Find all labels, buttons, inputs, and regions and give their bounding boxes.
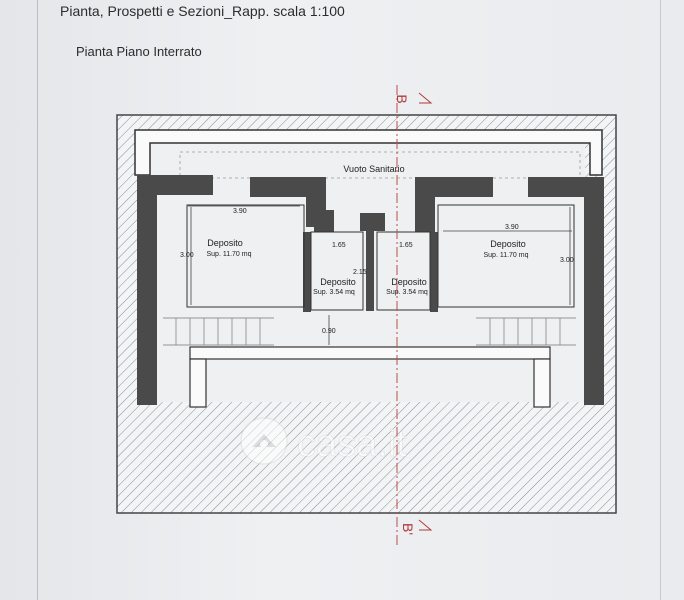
small-room-right-wall bbox=[430, 232, 438, 312]
watermark-text: casa.it bbox=[297, 423, 407, 465]
room2-height-dim: 2.15 bbox=[353, 269, 367, 276]
left-top-wall-2 bbox=[250, 177, 326, 197]
left-outer-wall bbox=[137, 175, 157, 405]
section-mark-top: B bbox=[394, 94, 410, 103]
lower-right-wall bbox=[533, 358, 551, 408]
margin-line bbox=[37, 0, 38, 600]
plan-subtitle: Pianta Piano Interrato bbox=[76, 44, 202, 59]
crawlspace-outline bbox=[179, 151, 581, 179]
right-edge-line bbox=[660, 0, 661, 600]
room2-area: Sup. 3.54 mq bbox=[313, 289, 355, 296]
left-stairs bbox=[163, 317, 274, 346]
room4-area: Sup. 11.70 mq bbox=[483, 252, 528, 259]
room2-width-dim: 1.65 bbox=[332, 242, 346, 249]
room3-area: Sup. 3.54 mq bbox=[386, 289, 428, 296]
casa-watermark: casa.it bbox=[240, 417, 408, 465]
center-top-wall bbox=[360, 213, 385, 231]
room4-depth-dim: 3.00 bbox=[560, 257, 574, 264]
room-4-outline bbox=[437, 204, 575, 308]
room-2-outline bbox=[310, 231, 364, 311]
section-arrow-bottom bbox=[418, 519, 433, 531]
room1-depth-dim: 3.00 bbox=[180, 252, 194, 259]
right-partition-wall bbox=[415, 197, 435, 232]
lower-left-wall bbox=[189, 358, 207, 408]
room4-width-dim: 3.90 bbox=[505, 224, 519, 231]
right-top-wall bbox=[415, 177, 493, 197]
right-stairs bbox=[476, 317, 576, 346]
small-room-left-wall bbox=[303, 232, 311, 312]
crawlspace-label: Vuoto Sanitario bbox=[343, 164, 404, 174]
room1-width-dim: 3.90 bbox=[233, 208, 247, 215]
left-top-wall bbox=[157, 175, 213, 195]
lower-wall bbox=[189, 346, 551, 360]
document-header: Pianta, Prospetti e Sezioni_Rapp. scala … bbox=[60, 3, 345, 19]
room-3-outline bbox=[376, 231, 431, 311]
room3-name: Deposito bbox=[391, 277, 427, 287]
left-partition-step bbox=[314, 210, 334, 232]
room-1-outline bbox=[186, 204, 305, 308]
room3-width-dim: 1.65 bbox=[399, 242, 413, 249]
room4-name: Deposito bbox=[490, 239, 526, 249]
corridor-dim: 0.90 bbox=[322, 328, 336, 335]
room1-area: Sup. 11.70 mq bbox=[206, 251, 251, 258]
room2-name: Deposito bbox=[320, 277, 356, 287]
room1-name: Deposito bbox=[207, 238, 243, 248]
center-wall bbox=[366, 231, 374, 311]
section-arrow-top bbox=[418, 92, 433, 104]
section-mark-bottom: B' bbox=[400, 523, 416, 535]
right-outer-wall bbox=[584, 177, 604, 405]
